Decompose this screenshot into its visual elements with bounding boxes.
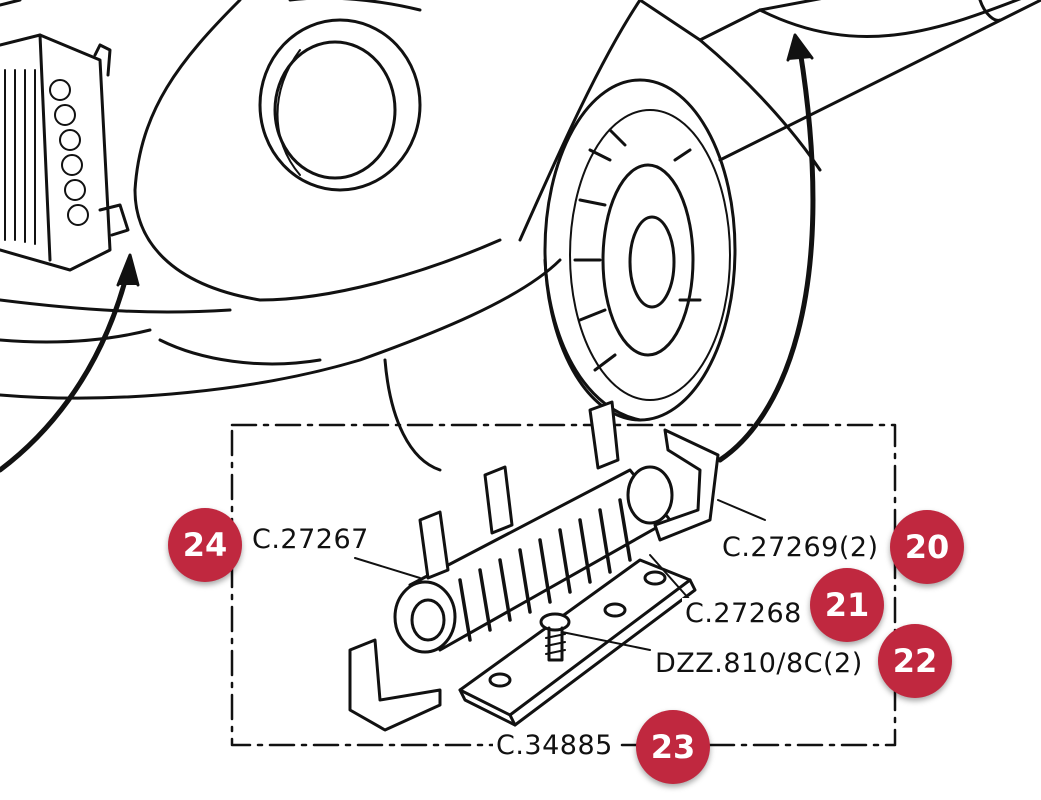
leader-lines	[354, 499, 766, 651]
part-code-23: C.34885	[493, 730, 616, 762]
part-code-24: C.27267	[249, 524, 372, 556]
callout-21: 21	[810, 568, 884, 642]
ballast-resistor-drawing	[348, 400, 720, 732]
callout-23: 23	[636, 710, 710, 784]
callout-24: 24	[168, 508, 242, 582]
car-body-drawing	[0, 0, 1041, 472]
part-code-21: C.27268	[682, 598, 805, 630]
callout-20: 20	[890, 510, 964, 584]
callout-22: 22	[878, 624, 952, 698]
radiator-drawing	[0, 33, 130, 272]
part-code-22: DZZ.810/8C(2)	[652, 648, 866, 680]
enclosure-box	[230, 423, 897, 747]
arrow-to-radiator	[0, 253, 140, 473]
arrow-to-fender	[717, 33, 816, 463]
part-code-20: C.27269(2)	[719, 532, 882, 564]
